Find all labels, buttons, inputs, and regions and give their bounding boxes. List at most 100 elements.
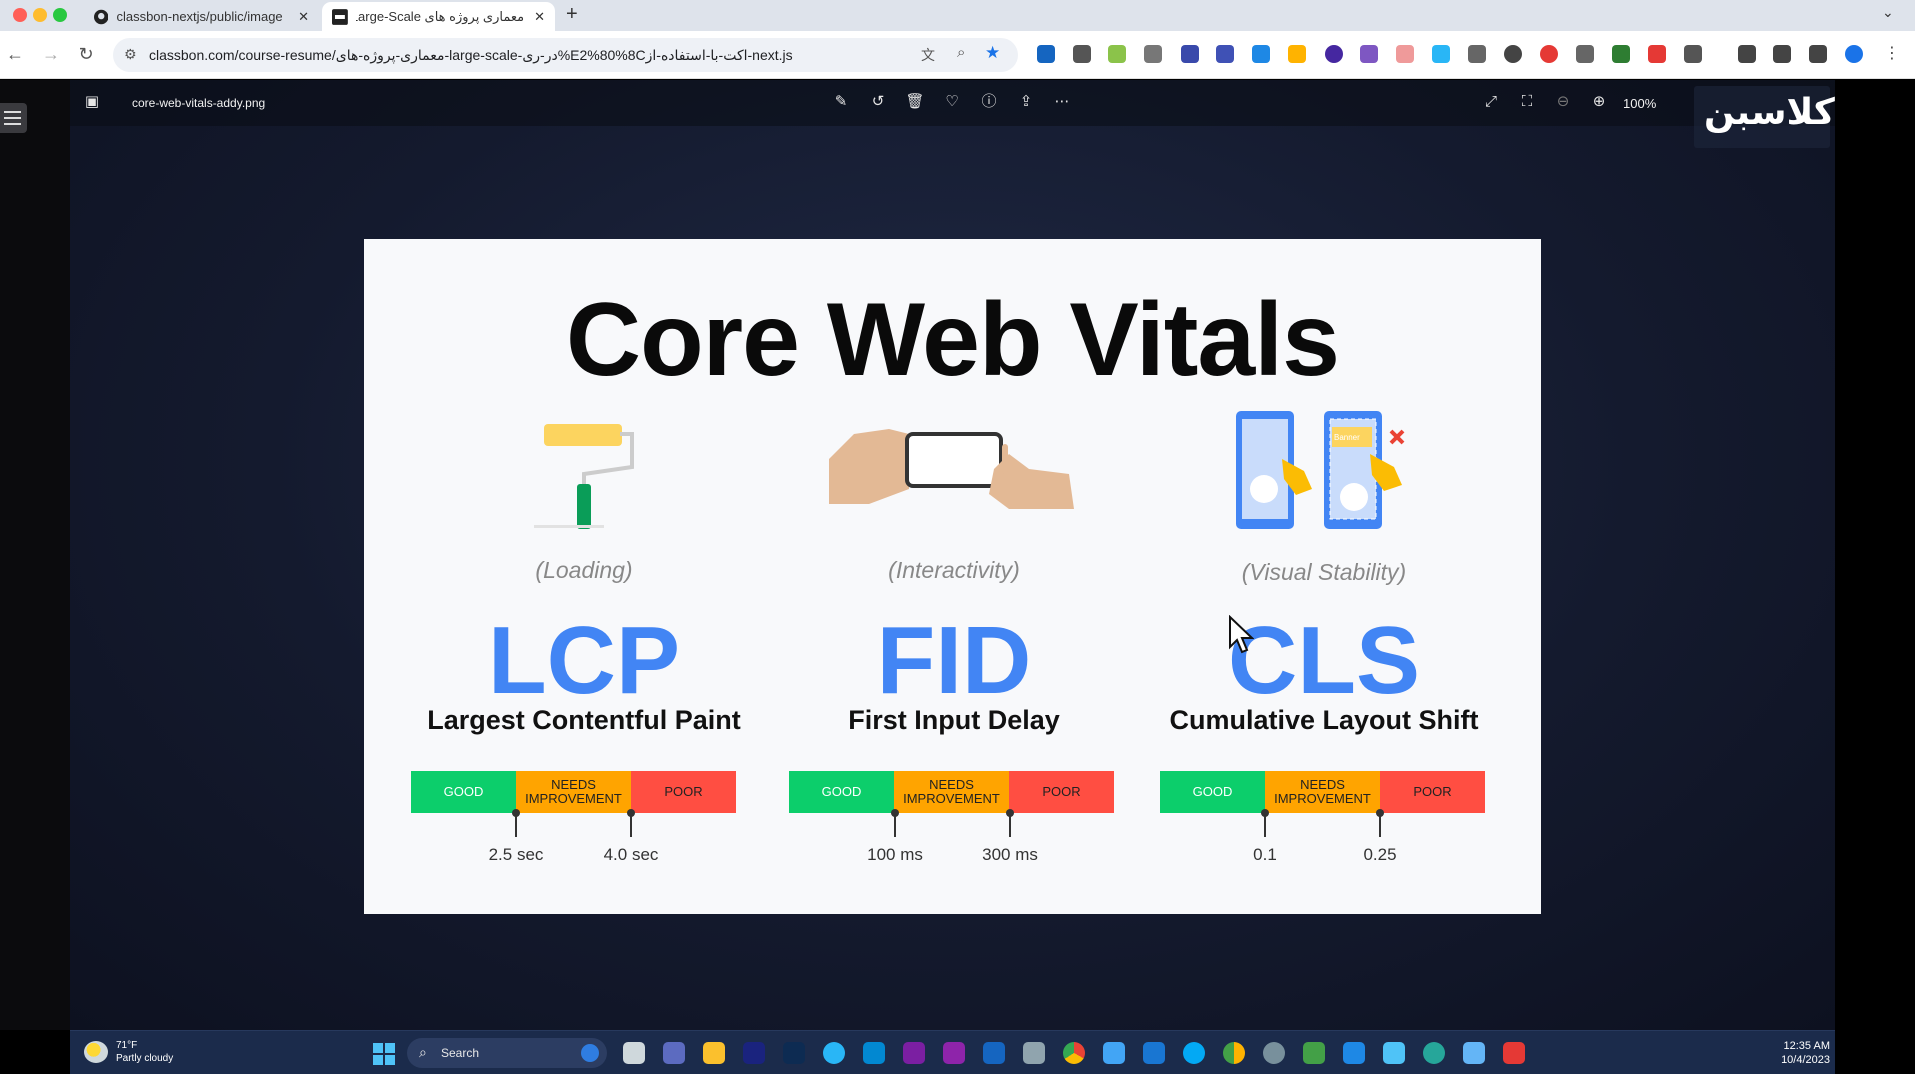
media-icon[interactable] <box>1738 45 1756 63</box>
extension-icon[interactable] <box>1396 45 1414 63</box>
extension-icon[interactable] <box>1360 45 1378 63</box>
side-panel-icon[interactable] <box>1809 45 1827 63</box>
back-button[interactable]: ← <box>6 44 24 64</box>
info-icon[interactable]: ⓘ <box>981 93 997 110</box>
teams-icon[interactable] <box>663 1042 685 1064</box>
favorite-icon[interactable]: ♡ <box>945 93 959 110</box>
onenote-icon[interactable] <box>943 1042 965 1064</box>
extension-icon[interactable] <box>1108 45 1126 63</box>
audition-icon[interactable] <box>743 1042 765 1064</box>
extension-icon[interactable] <box>1144 45 1162 63</box>
taskbar-search[interactable]: ⌕ Search <box>407 1038 607 1068</box>
maximize-window-button[interactable] <box>53 8 67 22</box>
gallery-icon[interactable]: ▣ <box>84 93 100 110</box>
search-icon: ⌕ <box>419 1044 427 1060</box>
threshold-tick <box>1379 811 1381 837</box>
close-window-button[interactable] <box>13 8 27 22</box>
extension-icon[interactable] <box>1468 45 1486 63</box>
visual-studio-icon[interactable] <box>903 1042 925 1064</box>
extension-icon[interactable] <box>1288 45 1306 63</box>
delete-icon[interactable]: 🗑 <box>905 93 925 110</box>
puzzle-icon[interactable] <box>1684 45 1702 63</box>
file-explorer-icon[interactable] <box>703 1042 725 1064</box>
extension-icon[interactable] <box>1576 45 1594 63</box>
skype-icon[interactable] <box>1183 1042 1205 1064</box>
extension-icon[interactable] <box>1037 45 1055 63</box>
extension-icon[interactable] <box>1181 45 1199 63</box>
site-settings-icon[interactable]: ⚙ <box>124 46 137 62</box>
browser-toolbar: ← → ↻ ⚙ classbon.com/course-resume/معمار… <box>0 31 1915 79</box>
close-tab-icon[interactable]: ✕ <box>298 8 309 24</box>
extension-icon[interactable] <box>1325 45 1343 63</box>
tab-classbon[interactable]: معماری پروژه های Large-Scale ✕ <box>322 2 555 31</box>
edge-icon[interactable] <box>1423 1042 1445 1064</box>
translate-icon[interactable]: 文 <box>921 47 935 63</box>
zoom-in-icon[interactable]: ⊕ <box>1592 93 1606 110</box>
recorder-icon[interactable] <box>1503 1042 1525 1064</box>
threshold-tick <box>894 811 896 837</box>
fit-icon[interactable]: ⛶ <box>1521 93 1533 110</box>
start-button[interactable] <box>373 1043 395 1065</box>
forward-button[interactable]: → <box>42 44 60 64</box>
tab-bar: classbon-nextjs/public/image ✕ معماری پر… <box>0 0 1915 31</box>
telegram-icon[interactable] <box>823 1042 845 1064</box>
zoom-icon[interactable]: ⌕ <box>957 44 966 61</box>
profile-avatar[interactable] <box>1845 45 1863 63</box>
extension-icon[interactable] <box>1073 45 1091 63</box>
taskbar-clock[interactable]: 12:35 AM 10/4/2023 <box>1760 1039 1830 1067</box>
menu-button[interactable]: ⋮ <box>1884 45 1900 62</box>
poor-segment: POOR <box>631 771 736 813</box>
bookmark-star-icon[interactable]: ★ <box>985 43 1001 62</box>
photos-icon[interactable] <box>1383 1042 1405 1064</box>
notepad-icon[interactable] <box>1463 1042 1485 1064</box>
tab-search-button[interactable]: ⌄ <box>1882 4 1894 20</box>
needs-improvement-segment: NEEDS IMPROVEMENT <box>894 771 1009 813</box>
shield-icon[interactable] <box>1612 45 1630 63</box>
minimize-window-button[interactable] <box>33 8 47 22</box>
tab-github[interactable]: classbon-nextjs/public/image ✕ <box>84 2 319 31</box>
extension-icon[interactable] <box>1252 45 1270 63</box>
close-tab-icon[interactable]: ✕ <box>534 8 545 24</box>
extension-icon[interactable] <box>1216 45 1234 63</box>
rotate-icon[interactable]: ↺ <box>871 93 885 110</box>
expand-icon[interactable]: ⤢ <box>1484 93 1497 110</box>
notes-icon[interactable] <box>1143 1042 1165 1064</box>
new-tab-button[interactable]: + <box>566 3 578 25</box>
chrome-canary-icon[interactable] <box>1223 1042 1245 1064</box>
metric-abbr: FID <box>876 607 1032 714</box>
tool-icon[interactable] <box>1103 1042 1125 1064</box>
reload-button[interactable]: ↻ <box>78 44 94 64</box>
share-icon[interactable]: ⇪ <box>1019 93 1033 110</box>
extension-icon[interactable] <box>1432 45 1450 63</box>
chrome-icon[interactable] <box>1063 1042 1085 1064</box>
camtasia-icon[interactable] <box>1303 1042 1325 1064</box>
edit-icon[interactable]: ✎ <box>834 93 848 110</box>
hand-phone-icon <box>829 429 1074 509</box>
paint-roller-icon <box>534 424 634 529</box>
clock-time: 12:35 AM <box>1783 1040 1830 1052</box>
address-bar[interactable]: ⚙ classbon.com/course-resume/معماری-پروژ… <box>113 38 1018 72</box>
download-icon[interactable] <box>1773 45 1791 63</box>
more-icon[interactable]: ⋯ <box>1054 93 1070 110</box>
hamburger-menu-button[interactable] <box>0 103 27 133</box>
good-segment: GOOD <box>789 771 894 813</box>
threshold-label: 2.5 sec <box>488 845 544 864</box>
word-icon[interactable] <box>983 1042 1005 1064</box>
vscode-icon[interactable] <box>863 1042 885 1064</box>
zoom-out-icon[interactable]: ⊖ <box>1556 93 1570 110</box>
weather-widget[interactable]: 71°F Partly cloudy <box>116 1039 173 1065</box>
weather-icon[interactable] <box>84 1041 108 1063</box>
extension-icon[interactable] <box>1648 45 1666 63</box>
settings-icon[interactable] <box>1263 1042 1285 1064</box>
adblock-icon[interactable] <box>1540 45 1558 63</box>
threshold-label: 4.0 sec <box>603 845 659 864</box>
photoshop-icon[interactable] <box>783 1042 805 1064</box>
task-view-icon[interactable] <box>623 1042 645 1064</box>
github-icon <box>94 9 109 24</box>
threshold-label: 300 ms <box>982 845 1038 864</box>
remote-desktop-icon[interactable] <box>1343 1042 1365 1064</box>
extension-icon[interactable] <box>1504 45 1522 63</box>
database-icon[interactable] <box>1023 1042 1045 1064</box>
slide-title: Core Web Vitals <box>566 282 1340 398</box>
